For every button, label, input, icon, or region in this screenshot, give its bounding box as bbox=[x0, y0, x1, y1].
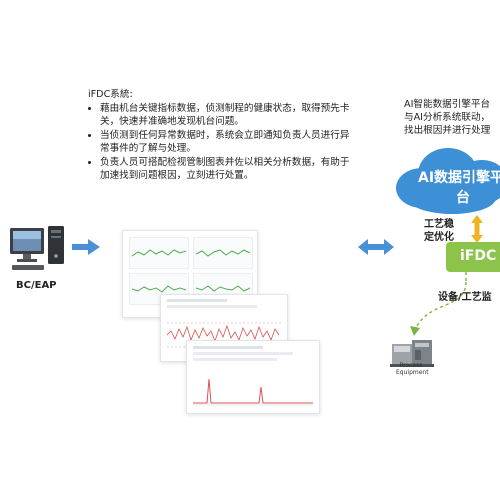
spike-chart bbox=[193, 378, 313, 406]
dashed-connector bbox=[410, 272, 467, 336]
description-bullets: 藉由机台关键指标数据，侦测制程的健康状态，取得预先卡关，快速并准确地发现机台问题… bbox=[88, 102, 358, 182]
cloud-title-line2: 台 bbox=[456, 189, 470, 206]
ifdc-description: iFDC系統: 藉由机台关键指标数据，侦测制程的健康状态，取得预先卡关，快速并准… bbox=[88, 88, 358, 183]
desktop-computer-icon bbox=[10, 226, 64, 270]
ai-platform-description: AI智能数据引擎平台 与AI分析系统联动， 找出根因并进行处理 bbox=[404, 98, 500, 137]
right-arrow-icon bbox=[72, 239, 100, 255]
description-bullet: 当侦测到任何异常数据时，系统会立即通知负责人员进行异常事件的了解与处理。 bbox=[100, 129, 358, 155]
ai-desc-line: 找出根因并进行处理 bbox=[404, 125, 491, 136]
description-title: iFDC系統: bbox=[88, 89, 133, 100]
bidirectional-arrow-icon bbox=[358, 239, 394, 255]
dashboard-screenshot-3 bbox=[186, 340, 320, 414]
bc-eap-caption: BC/EAP bbox=[16, 280, 57, 291]
mini-chart bbox=[129, 237, 189, 269]
process-equipment-icon bbox=[390, 340, 434, 367]
up-down-arrow-icon bbox=[471, 215, 483, 243]
ai-desc-line: AI智能数据引擎平台 bbox=[404, 99, 491, 110]
mini-chart bbox=[193, 237, 253, 269]
process-optimization-label: 工艺稳 定优化 bbox=[424, 219, 454, 243]
ai-desc-line: 与AI分析系统联动， bbox=[404, 112, 491, 123]
cloud-title-line1: AI数据引擎平 bbox=[418, 169, 500, 186]
description-bullet: 藉由机台关键指标数据，侦测制程的健康状态，取得预先卡关，快速并准确地发现机台问题… bbox=[100, 102, 358, 128]
ai-data-engine-cloud: AI数据引擎平 台 bbox=[396, 148, 500, 214]
ifdc-box-label: iFDC bbox=[460, 248, 497, 264]
equipment-monitoring-label: 设备/工艺监 bbox=[438, 292, 492, 303]
process-equipment-caption: Process Equipment bbox=[396, 362, 429, 376]
description-bullet: 负责人员可搭配检视管制图表并佐以相关分析数据，有助于加速找到问题根因，立刻进行处… bbox=[100, 156, 358, 182]
ifdc-box: iFDC bbox=[446, 242, 500, 272]
